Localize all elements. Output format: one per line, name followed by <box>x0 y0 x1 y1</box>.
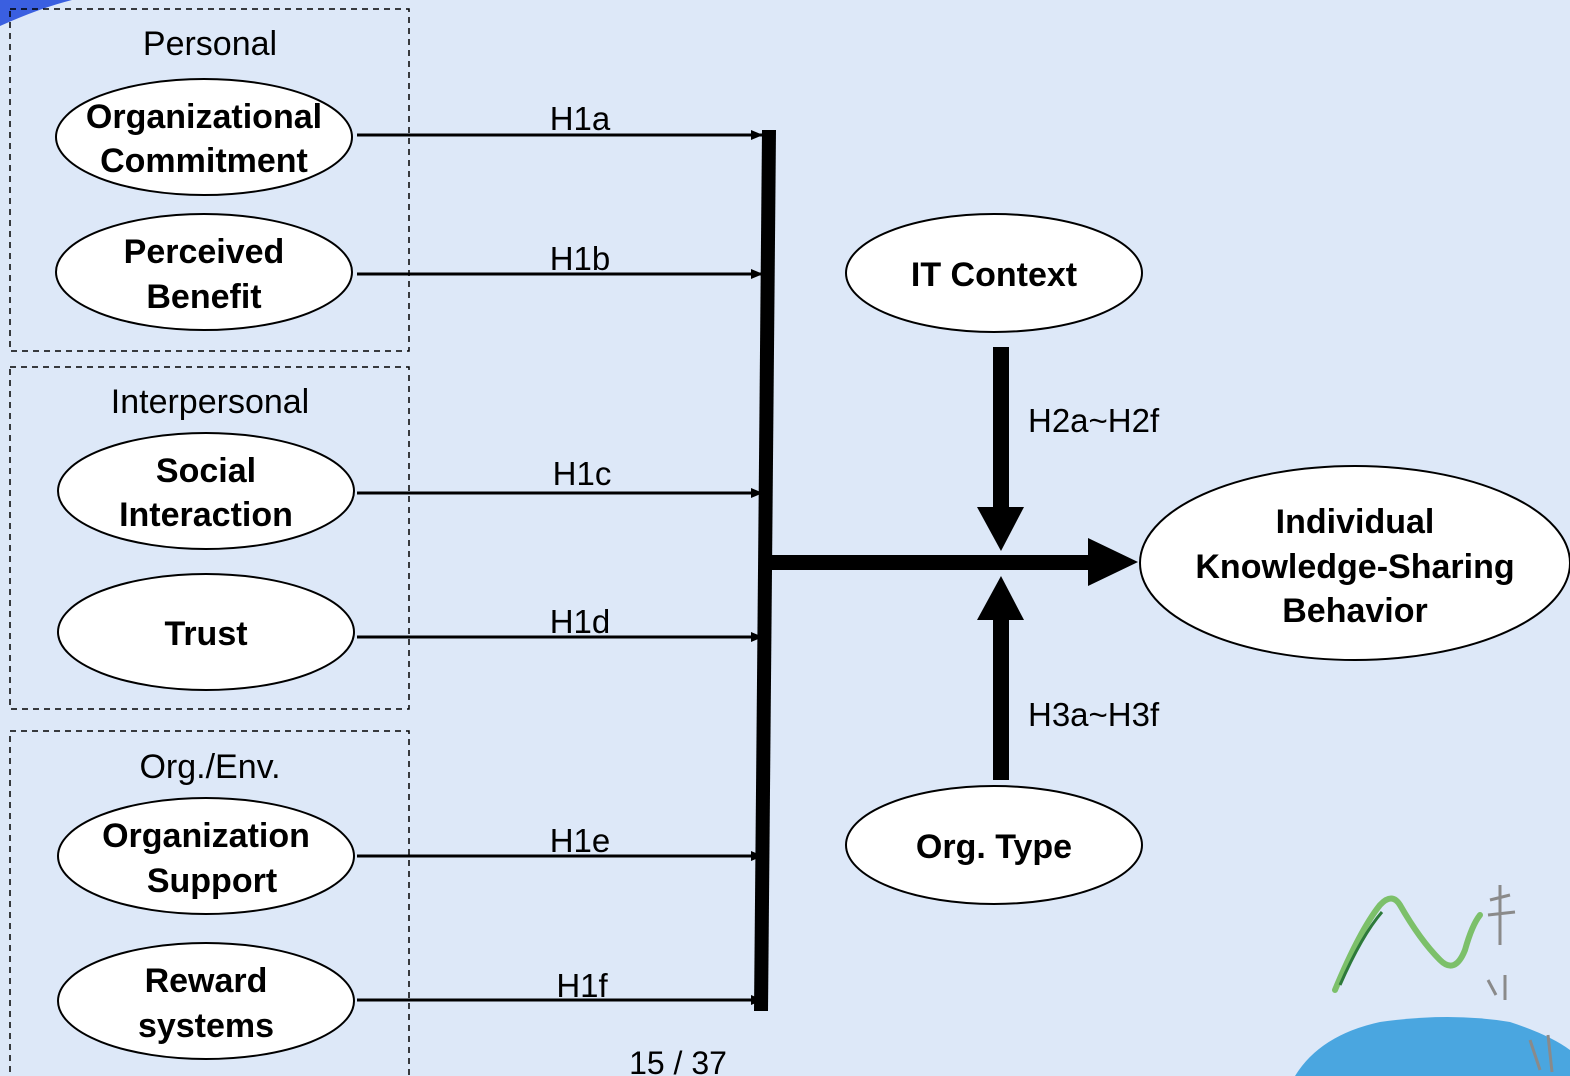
outcome-label-line1: Individual <box>1276 503 1435 541</box>
hypothesis-label-h3: H3a~H3f <box>1028 696 1160 733</box>
group-label-personal: Personal <box>143 25 277 63</box>
node-label-line2: systems <box>138 1007 274 1045</box>
page-number: 15 / 37 <box>629 1045 727 1076</box>
node-social-interaction <box>57 432 355 550</box>
node-label-line2: Support <box>147 862 277 900</box>
hypothesis-label-h1c: H1c <box>553 455 612 492</box>
outcome-label-line2: Knowledge-Sharing <box>1195 548 1514 586</box>
org-type-arrow-shaft <box>993 618 1009 780</box>
node-label-line2: Commitment <box>100 142 308 180</box>
outcome-label-line3: Behavior <box>1282 592 1428 630</box>
hypothesis-label-h2: H2a~H2f <box>1028 402 1160 439</box>
hypothesis-label-h1e: H1e <box>550 822 611 859</box>
node-label-line1: Organizational <box>86 98 322 136</box>
hypothesis-label-h1f: H1f <box>556 967 608 1004</box>
node-label-line2: Benefit <box>146 278 261 316</box>
node-perceived-benefit <box>55 213 353 331</box>
main-arrow-shaft <box>770 555 1092 570</box>
node-label-line1: Perceived <box>124 233 285 271</box>
node-label-org-type: Org. Type <box>916 828 1072 866</box>
university-logo <box>1295 885 1570 1076</box>
node-label-line1: Social <box>156 452 256 490</box>
node-it-context <box>845 213 1143 333</box>
node-trust <box>57 573 355 691</box>
node-label-line1: Organization <box>102 817 310 855</box>
node-org-type <box>845 785 1143 905</box>
node-label-it-context: IT Context <box>911 256 1077 294</box>
corner-decoration <box>0 0 72 26</box>
node-knowledge-sharing-behavior <box>1139 465 1570 661</box>
node-organization-support <box>57 797 355 915</box>
main-arrowhead <box>1088 538 1138 586</box>
node-label-line1: Reward <box>145 962 268 1000</box>
hypothesis-label-h1a: H1a <box>550 100 611 137</box>
hypothesis-label-h1d: H1d <box>550 603 611 640</box>
hypothesis-label-h1b: H1b <box>550 240 611 277</box>
aggregation-bar <box>754 130 776 1011</box>
node-label-line1: Trust <box>164 615 247 653</box>
node-label-line2: Interaction <box>119 496 293 534</box>
org-type-arrowhead <box>977 576 1024 620</box>
group-label-interpersonal: Interpersonal <box>111 383 309 421</box>
group-label-org-env: Org./Env. <box>139 748 280 786</box>
node-organizational-commitment <box>55 78 353 196</box>
group-box-personal <box>9 8 410 352</box>
it-context-arrowhead <box>977 507 1024 551</box>
group-box-interpersonal <box>9 366 410 710</box>
it-context-arrow-shaft <box>993 347 1009 509</box>
node-reward-systems <box>57 942 355 1060</box>
group-box-org-env <box>9 730 410 1076</box>
